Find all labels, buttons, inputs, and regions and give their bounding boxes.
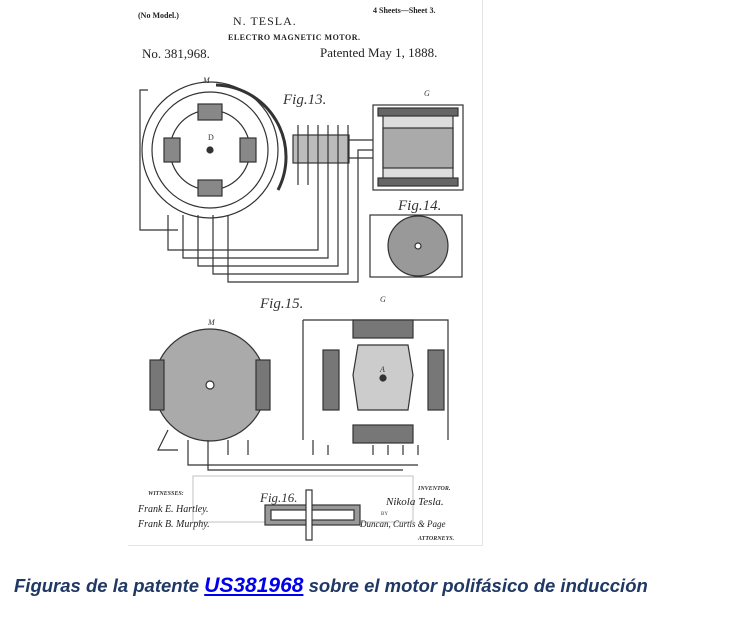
patent-number: No. 381,968. [142,46,210,61]
patent-drawing-sheet: (No Model.) 4 Sheets—Sheet 3. N. TESLA. … [128,0,483,546]
fig16-disc [264,489,361,541]
inventor-signature: Nikola Tesla. [385,496,444,508]
fig14-rotor [369,214,463,278]
attorneys-label: ATTORNEYS. [417,536,455,542]
fig15-label: Fig.15. [259,296,303,312]
inventor-label: INVENTOR. [417,486,451,492]
fig16-label: Fig.16. [259,490,298,505]
label-G-top: G [424,89,430,98]
witness-signature-2: Frank B. Murphy. [137,519,210,530]
caption-text-before: Figuras de la patente [14,575,205,596]
fig13-generator [372,104,464,191]
fig14-label: Fig.14. [397,198,441,214]
inventor-heading: N. TESLA. [233,14,297,28]
label-M: M [202,76,211,85]
patent-title: ELECTRO MAGNETIC MOTOR. [228,33,361,42]
witnesses-label: WITNESSES: [148,491,184,497]
witness-signature-1: Frank E. Hartley. [137,504,209,515]
sheets-label: 4 Sheets—Sheet 3. [373,6,436,15]
label-M-fig15: M [207,318,216,327]
patent-date: Patented May 1, 1888. [320,45,438,60]
fig15-motor [149,328,271,455]
fig13-label: Fig.13. [282,92,326,108]
patent-link[interactable]: US381968 [204,574,304,597]
caption-text-after: sobre el motor polifásico de inducción [303,575,648,596]
attorneys-signature: Duncan, Curtis & Page [359,519,446,529]
no-model-label: (No Model.) [138,11,179,20]
figure-caption: Figuras de la patente US381968 sobre el … [14,574,648,598]
label-A: A [379,365,385,374]
fig13-motor [139,81,288,235]
fig15-generator [187,319,449,471]
patent-figures: M D Fig.13. G Fig.14. Fig.15. [137,76,464,542]
by-label: BY [381,512,388,517]
fig13-switch [167,125,373,283]
label-G-fig15: G [380,295,386,304]
label-D: D [208,133,214,142]
